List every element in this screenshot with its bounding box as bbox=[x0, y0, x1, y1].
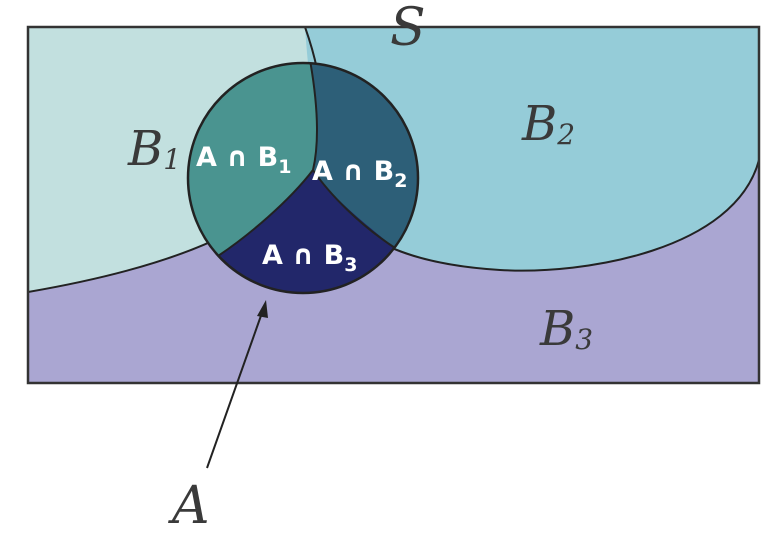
label-sample-space: S bbox=[390, 0, 426, 58]
arrow-line bbox=[206, 309, 264, 469]
arrow-head-icon bbox=[257, 300, 268, 318]
label-a-and-b1: A ∩ B1 bbox=[196, 142, 291, 178]
region-b2 bbox=[305, 27, 759, 271]
sample-space-border bbox=[26, 25, 761, 385]
label-b1: B1 bbox=[127, 121, 181, 177]
label-b2: B2 bbox=[521, 96, 575, 152]
boundary-a-b2-b3 bbox=[312, 169, 396, 249]
label-b3: B3 bbox=[539, 301, 593, 357]
label-a-and-b2: A ∩ B2 bbox=[312, 156, 407, 192]
sample-space-regions bbox=[28, 27, 759, 383]
label-a-and-b3: A ∩ B3 bbox=[262, 240, 357, 276]
label-event-a: A bbox=[168, 476, 210, 536]
boundary-a-b1-b3 bbox=[214, 169, 314, 259]
boundary-a-b1-b2 bbox=[309, 63, 318, 171]
region-a-and-b1 bbox=[188, 63, 317, 293]
event-a-circle bbox=[186, 61, 420, 295]
